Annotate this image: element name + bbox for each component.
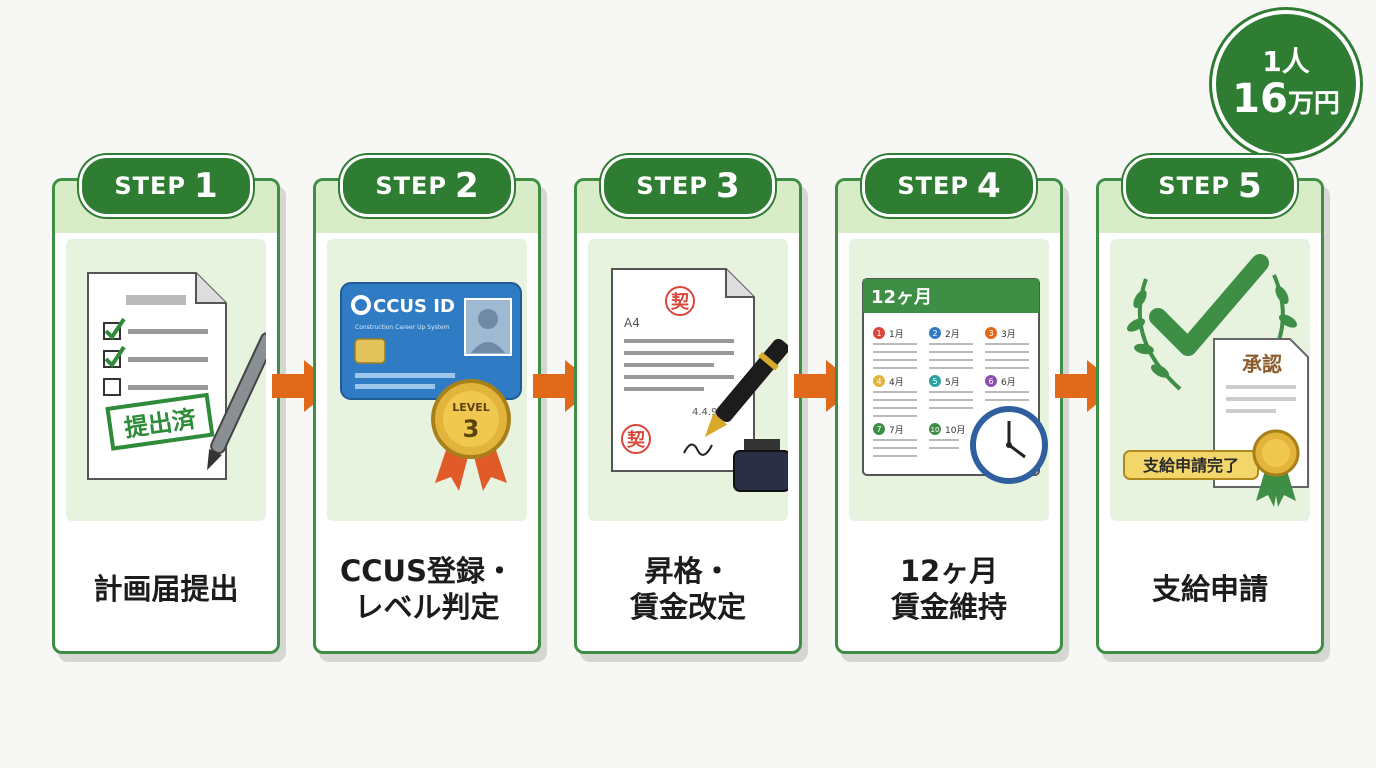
svg-text:6月: 6月 [1001, 377, 1016, 388]
fountain-pen-icon [704, 338, 788, 438]
step-label: STEP [636, 172, 708, 200]
svg-text:10: 10 [931, 426, 940, 434]
step-pill-5: STEP 5 [1123, 155, 1297, 217]
svg-text:1: 1 [876, 329, 881, 338]
seal-text: 契 [670, 291, 690, 313]
svg-text:2月: 2月 [945, 329, 960, 340]
step-illustration-2: CCUS ID Construction Career Up System LE… [327, 239, 527, 521]
caption-line: 賃金維持 [890, 590, 1007, 624]
approval-text: 承認 [1242, 352, 1282, 376]
step-card-4: STEP 4 12ヶ月 1 1月 2 2月 3 3月 4 4月 5 5月 6 6月 7 7月 … [835, 155, 1063, 654]
svg-text:5: 5 [932, 377, 937, 386]
caption-line: 計画届提出 [93, 571, 239, 606]
step-caption-4: 12ヶ月 賃金維持 [838, 541, 1060, 637]
doc-number-text: 4.4.9 [692, 407, 717, 418]
step-pill-1: STEP 1 [79, 155, 253, 217]
step-caption-3: 昇格・ 賃金改定 [577, 541, 799, 637]
svg-text:2: 2 [932, 329, 937, 338]
checklist-document-icon: 提出済 [87, 272, 227, 480]
subsidy-amount-badge: 1人 16万円 [1212, 10, 1360, 158]
svg-text:5月: 5月 [945, 377, 960, 388]
step-number: 3 [715, 166, 740, 206]
svg-text:1月: 1月 [889, 329, 904, 340]
calendar-title-text: 12ヶ月 [871, 287, 932, 308]
paper-size-text: A4 [624, 316, 640, 330]
ink-bottle-icon [733, 439, 788, 492]
caption-line: 12ヶ月 [899, 553, 999, 588]
medal-level-text: LEVEL [452, 401, 490, 414]
caption-line: CCUS登録・ [339, 553, 514, 588]
calendar-months: 1 1月 2 2月 3 3月 4 4月 5 5月 6 6月 7 7月 10 10月 [873, 327, 1016, 436]
step-illustration-3: 契 A4 4.4.9 契 [588, 239, 788, 521]
step-caption-2: CCUS登録・ レベル判定 [316, 541, 538, 637]
svg-text:4: 4 [876, 377, 881, 386]
caption-line: 支給申請 [1151, 571, 1268, 606]
step-pill-2: STEP 2 [340, 155, 514, 217]
svg-text:3: 3 [988, 329, 993, 338]
svg-text:6: 6 [988, 377, 993, 386]
step-pill-3: STEP 3 [601, 155, 775, 217]
completion-ribbon: 支給申請完了 [1123, 450, 1259, 480]
step-label: STEP [897, 172, 969, 200]
clock-icon [970, 406, 1048, 484]
caption-line: 昇格・ [644, 553, 732, 588]
badge-amount-number: 16 [1232, 76, 1288, 123]
step-number: 5 [1237, 166, 1262, 206]
badge-per-person: 1人 [1262, 44, 1310, 78]
caption-line: 賃金改定 [629, 590, 746, 624]
step-number: 4 [976, 166, 1001, 206]
step-illustration-4: 12ヶ月 1 1月 2 2月 3 3月 4 4月 5 5月 6 6月 7 7月 10 10月 [849, 239, 1049, 521]
ribbon-text: 支給申請完了 [1142, 456, 1239, 475]
step-card-2: STEP 2 CCUS ID Construction Career Up Sy… [313, 155, 541, 654]
step-caption-1: 計画届提出 [55, 541, 277, 637]
badge-amount-unit: 万円 [1287, 89, 1340, 120]
step-number: 1 [193, 166, 218, 206]
step-illustration-5: 承認 支給申請完了 [1110, 239, 1310, 521]
svg-text:7月: 7月 [889, 425, 904, 436]
step-illustration-1: 提出済 [66, 239, 266, 521]
step-card-1: STEP 1 提出済 [52, 155, 280, 654]
medal-number-text: 3 [463, 415, 480, 443]
id-card-icon: CCUS ID Construction Career Up System [340, 282, 522, 400]
award-seal-icon [1252, 429, 1300, 507]
caption-line: レベル判定 [354, 590, 500, 624]
card-subtitle-text: Construction Career Up System [355, 324, 450, 331]
card-title-text: CCUS ID [373, 296, 455, 317]
badge-amount: 16万円 [1232, 77, 1340, 121]
svg-text:7: 7 [876, 425, 881, 434]
calendar-icon: 12ヶ月 1 1月 2 2月 3 3月 4 4月 5 5月 6 6月 7 7月 10 10月 [862, 278, 1040, 476]
step-card-5: STEP 5 承認 [1096, 155, 1324, 654]
pen-icon [207, 332, 266, 471]
svg-text:3月: 3月 [1001, 329, 1016, 340]
step-caption-5: 支給申請 [1099, 541, 1321, 637]
svg-text:4月: 4月 [889, 377, 904, 388]
step-pill-4: STEP 4 [862, 155, 1036, 217]
step-label: STEP [114, 172, 186, 200]
step-label: STEP [375, 172, 447, 200]
seal-text-2: 契 [626, 429, 646, 451]
step-number: 2 [454, 166, 479, 206]
contract-document-icon: 契 A4 4.4.9 契 [611, 268, 755, 472]
level-medal-icon: LEVEL 3 [431, 379, 511, 491]
svg-text:10月: 10月 [945, 425, 965, 436]
step-label: STEP [1158, 172, 1230, 200]
step-card-3: STEP 3 契 A4 4.4.9 契 [574, 155, 802, 654]
